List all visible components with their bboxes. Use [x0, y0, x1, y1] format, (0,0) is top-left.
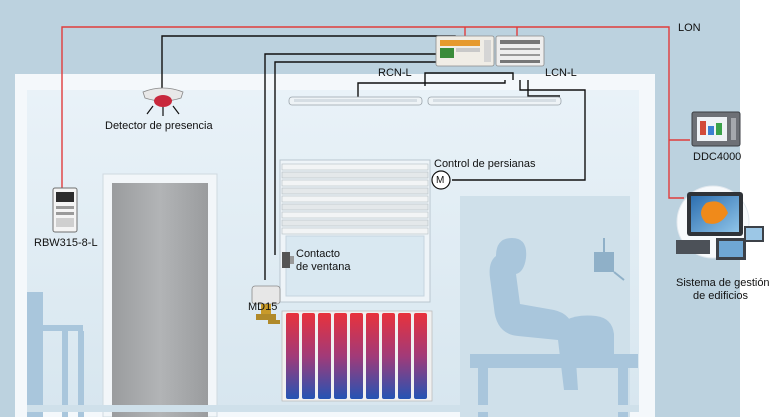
lon-bus — [61, 26, 690, 199]
window-contact-icon — [282, 252, 294, 268]
bms-workstation-icon — [676, 185, 764, 260]
radiator-fin — [366, 313, 379, 399]
blind-slat — [281, 219, 429, 227]
blind-slat — [281, 195, 429, 203]
bms-label-2: de edificios — [693, 290, 749, 302]
md15-label: MD15 — [248, 301, 278, 313]
radiator — [281, 310, 433, 402]
blind-motor-icon — [431, 170, 451, 190]
blind-slat — [281, 163, 429, 171]
window-contact-label-1: Contacto — [296, 248, 341, 260]
radiator-fin — [318, 313, 331, 399]
blind-slat — [281, 227, 429, 235]
actuator-valve-icon — [251, 285, 281, 320]
presence-detector-icon — [142, 87, 184, 116]
lon-label: LON — [678, 22, 701, 34]
bms-label-1: Sistema de gestión — [676, 277, 770, 289]
door — [102, 173, 218, 417]
blind-slat — [281, 203, 429, 211]
ceiling-lamp-icon — [288, 96, 562, 106]
radiator-fin — [350, 313, 363, 399]
person-silhouette — [460, 196, 638, 417]
left-furniture — [27, 292, 84, 417]
lcn-l-label: LCN-L — [545, 67, 577, 79]
lcn-l-controller — [495, 35, 545, 67]
radiator-fin — [302, 313, 315, 399]
window-contact-label-2: de ventana — [296, 261, 351, 273]
radiator-fin — [414, 313, 427, 399]
blind-slat — [281, 187, 429, 195]
control-wires — [161, 35, 586, 280]
rcn-l-controller — [435, 35, 495, 67]
blind-slat — [281, 211, 429, 219]
room-thermostat-icon — [52, 187, 78, 233]
blind-slat — [281, 171, 429, 179]
blind-motor-symbol: M — [436, 175, 445, 186]
blind-control-label: Control de persianas — [434, 158, 536, 170]
rbw315-label: RBW315-8-L — [34, 237, 98, 249]
blinds — [281, 163, 429, 235]
floor — [27, 405, 639, 412]
radiator-fin — [286, 313, 299, 399]
ddc4000-label: DDC4000 — [693, 151, 742, 163]
rcn-l-label: RCN-L — [378, 67, 412, 79]
radiator-fin — [382, 313, 395, 399]
radiator-fin — [334, 313, 347, 399]
radiator-pipe — [268, 320, 280, 324]
blind-slat — [281, 179, 429, 187]
presence-detector-label: Detector de presencia — [105, 120, 213, 132]
radiator-fin — [398, 313, 411, 399]
ddc-panel-icon — [691, 111, 741, 147]
